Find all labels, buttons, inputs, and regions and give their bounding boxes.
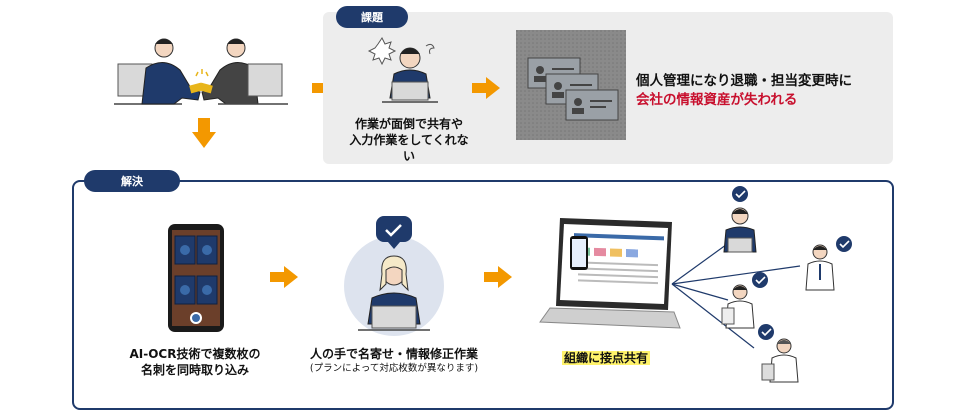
- problem-tag: 課題: [336, 6, 408, 28]
- stressed-worker-illustration: [367, 37, 438, 103]
- step2-note: (プランによって対応枚数が異なります): [309, 363, 479, 374]
- solution-tag: 解決: [84, 170, 180, 192]
- arrow-down-icon: [192, 118, 216, 148]
- smartphone-scan-illustration: [168, 224, 224, 332]
- team-member-illustration: [805, 236, 852, 291]
- team-member-illustration: [758, 324, 799, 383]
- laptop-dashboard-illustration: [539, 218, 681, 329]
- caption-line: AI-OCR技術で複数枚の: [129, 347, 261, 361]
- operator-illustration: [344, 216, 444, 336]
- handshake-illustration: [114, 38, 288, 105]
- team-member-illustration: [721, 272, 768, 329]
- caption-line: 作業が面倒で共有や: [354, 117, 463, 131]
- caption-line: 入力作業をしてくれない: [349, 133, 469, 163]
- share-connector-lines: [671, 241, 801, 349]
- arrow-right-icon: [484, 266, 512, 288]
- problem-result-text: 個人管理になり退職・担当変更時に 会社の情報資産が失われる: [636, 72, 852, 110]
- business-card-stack-icon: [516, 30, 626, 140]
- problem-step1-caption: 作業が面倒で共有や 入力作業をしてくれない: [344, 116, 474, 164]
- arrow-right-icon: [472, 77, 500, 99]
- step3-label: 組織に接点共有: [561, 351, 650, 365]
- team-member-illustration: [723, 186, 757, 253]
- problem-result-line2: 会社の情報資産が失われる: [636, 92, 798, 108]
- arrow-right-icon: [270, 266, 298, 288]
- caption-line: 名刺を同時取り込み: [140, 363, 249, 377]
- problem-result-line1: 個人管理になり退職・担当変更時に: [636, 73, 852, 89]
- solution-step3-caption: 組織に接点共有: [556, 350, 656, 366]
- step2-title: 人の手で名寄せ・情報修正作業: [309, 347, 478, 361]
- solution-step2-caption: 人の手で名寄せ・情報修正作業 (プランによって対応枚数が異なります): [294, 346, 494, 375]
- solution-step1-caption: AI-OCR技術で複数枚の 名刺を同時取り込み: [110, 346, 280, 378]
